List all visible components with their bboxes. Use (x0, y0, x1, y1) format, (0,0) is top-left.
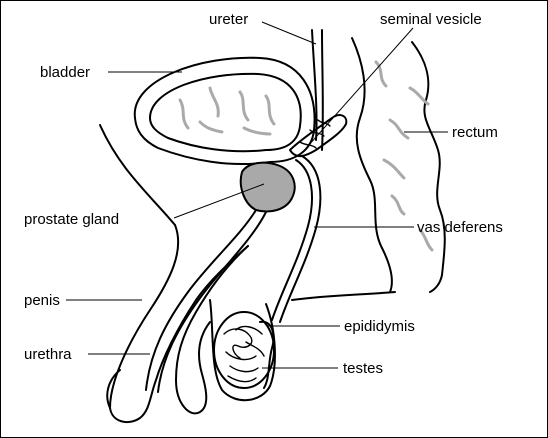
abdomen-outline (100, 125, 175, 225)
bladder-shape (135, 58, 315, 164)
prostate-gland-shape (241, 163, 295, 212)
perineum-outline (292, 292, 395, 300)
rectum-shape (352, 38, 445, 292)
label-urethra: urethra (24, 346, 72, 363)
label-penis: penis (24, 292, 60, 309)
label-seminal-vesicle: seminal vesicle (380, 11, 482, 28)
label-ureter: ureter (209, 11, 248, 28)
label-prostate-gland: prostate gland (24, 211, 119, 228)
label-epididymis: epididymis (344, 318, 415, 335)
label-rectum: rectum (452, 124, 498, 141)
label-testes: testes (343, 360, 383, 377)
ureter-leader (262, 22, 316, 44)
seminal-vesicle-shape (290, 115, 346, 156)
label-vas-deferens: vas deferens (417, 219, 503, 236)
label-bladder: bladder (40, 64, 90, 81)
